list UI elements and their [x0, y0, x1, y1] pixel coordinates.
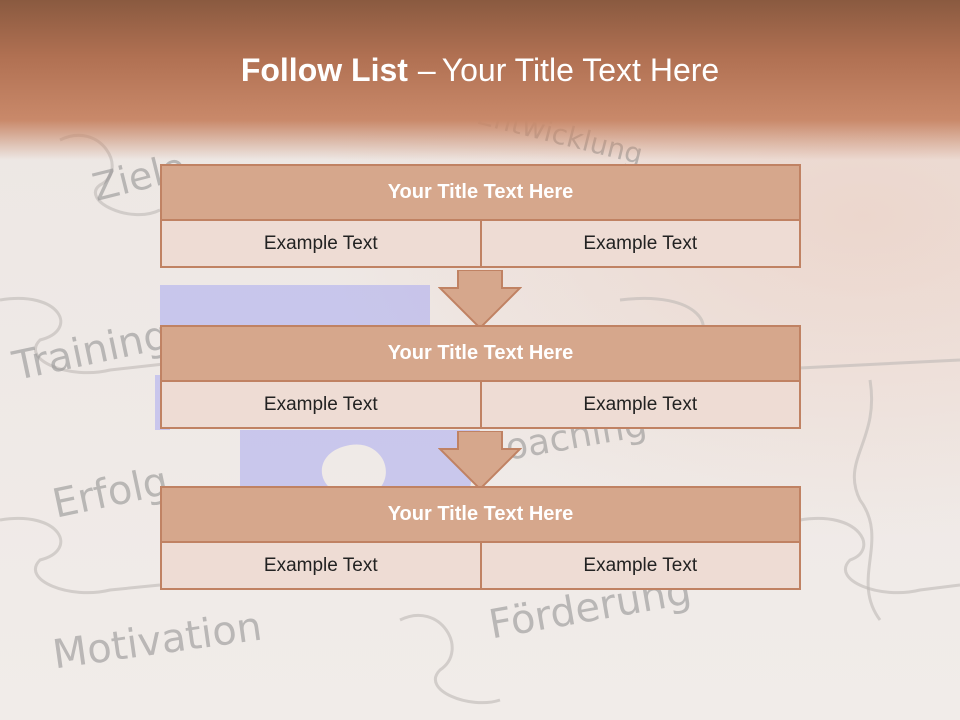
block-cell-right: Example Text [479, 219, 801, 268]
block-title: Your Title Text Here [160, 325, 801, 382]
block-row: Example Text Example Text [160, 219, 801, 268]
block-cell-right: Example Text [479, 541, 801, 590]
block-title: Your Title Text Here [160, 486, 801, 543]
block-cell-left: Example Text [160, 380, 482, 429]
block-title: Your Title Text Here [160, 164, 801, 221]
title-bold: Follow List [240, 52, 408, 88]
block-cell-left: Example Text [160, 219, 482, 268]
title-rest: Your Title Text Here [441, 52, 720, 88]
title-dash: – [417, 52, 436, 88]
list-block-3: Your Title Text Here Example Text Exampl… [160, 486, 801, 590]
down-arrow-icon [438, 431, 522, 491]
block-row: Example Text Example Text [160, 541, 801, 590]
list-block-1: Your Title Text Here Example Text Exampl… [160, 164, 801, 268]
list-block-2: Your Title Text Here Example Text Exampl… [160, 325, 801, 429]
block-cell-left: Example Text [160, 541, 482, 590]
block-row: Example Text Example Text [160, 380, 801, 429]
page-title: Follow List–Your Title Text Here [0, 52, 960, 89]
down-arrow-icon [438, 270, 522, 330]
header-band [0, 0, 960, 160]
block-cell-right: Example Text [479, 380, 801, 429]
